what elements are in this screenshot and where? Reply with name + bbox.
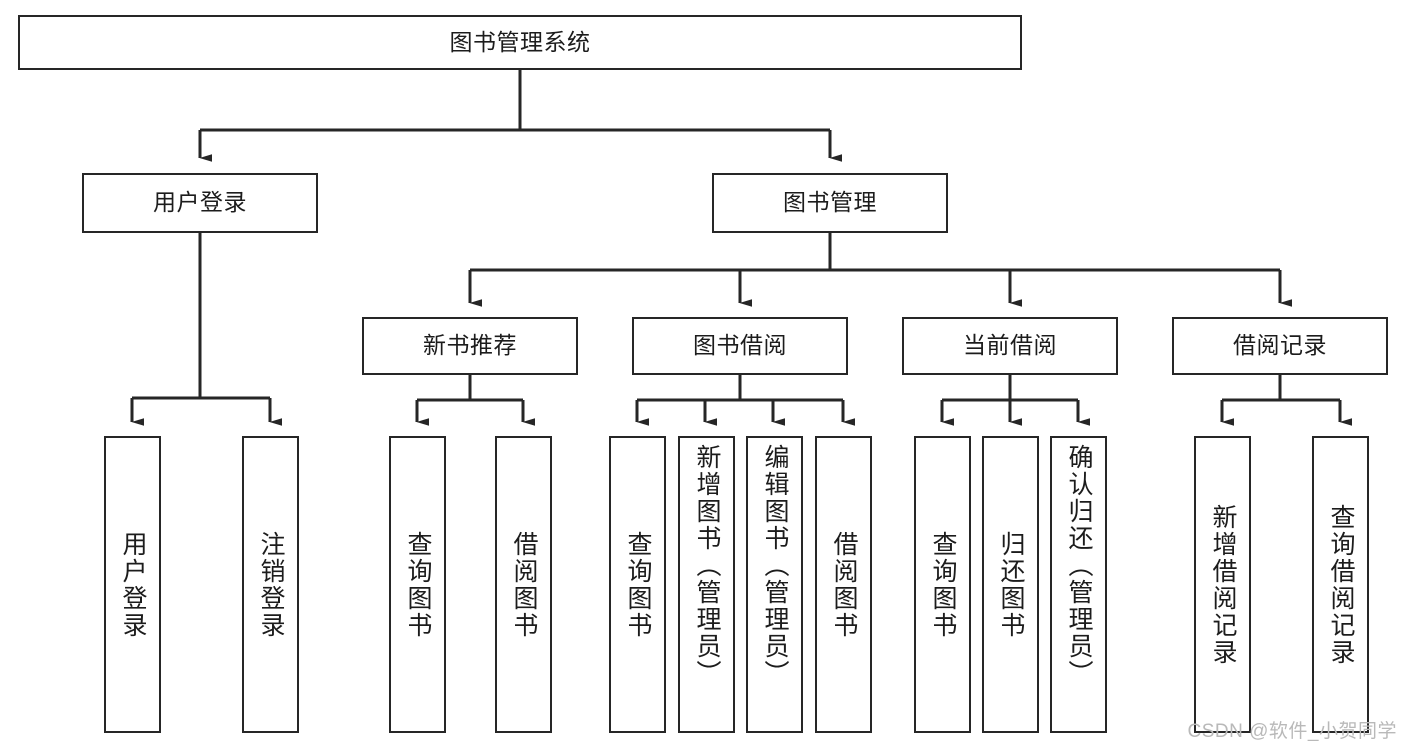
node-label: 新书推荐 — [423, 332, 517, 359]
node-label: 图书管理系统 — [449, 28, 591, 55]
leaf-edit-book-admin[interactable]: 编辑图书（管理员） — [746, 436, 803, 733]
leaf-borrow-book-recommend[interactable]: 借阅图书 — [495, 436, 552, 733]
leaf-user-login[interactable]: 用户登录 — [104, 436, 161, 733]
leaf-add-borrow-record[interactable]: 新增借阅记录 — [1194, 436, 1251, 733]
leaf-query-borrow-record[interactable]: 查询借阅记录 — [1312, 436, 1369, 733]
node-book-management[interactable]: 图书管理 — [712, 173, 948, 233]
node-root-system[interactable]: 图书管理系统 — [18, 15, 1022, 70]
node-label: 新增借阅记录 — [1209, 503, 1237, 666]
node-new-book-recommend[interactable]: 新书推荐 — [362, 317, 578, 375]
node-label: 编辑图书（管理员） — [761, 444, 789, 687]
node-label: 查询图书 — [624, 530, 652, 639]
node-label: 借阅记录 — [1233, 332, 1327, 359]
node-label: 归还图书 — [997, 530, 1025, 639]
leaf-query-book-recommend[interactable]: 查询图书 — [389, 436, 446, 733]
node-book-borrow[interactable]: 图书借阅 — [632, 317, 848, 375]
leaf-borrow-book[interactable]: 借阅图书 — [815, 436, 872, 733]
node-label: 借阅图书 — [510, 530, 538, 639]
leaf-add-book-admin[interactable]: 新增图书（管理员） — [678, 436, 735, 733]
node-label: 查询图书 — [404, 530, 432, 639]
leaf-query-book-current[interactable]: 查询图书 — [914, 436, 971, 733]
node-label: 查询借阅记录 — [1327, 503, 1355, 666]
leaf-confirm-return-admin[interactable]: 确认归还（管理员） — [1050, 436, 1107, 733]
node-label: 查询图书 — [929, 530, 957, 639]
node-label: 图书借阅 — [693, 332, 787, 359]
node-label: 新增图书（管理员） — [693, 444, 721, 687]
node-current-borrow[interactable]: 当前借阅 — [902, 317, 1118, 375]
node-label: 当前借阅 — [963, 332, 1057, 359]
node-label: 用户登录 — [119, 530, 147, 639]
node-label: 图书管理 — [783, 189, 877, 216]
leaf-logout[interactable]: 注销登录 — [242, 436, 299, 733]
node-user-login[interactable]: 用户登录 — [82, 173, 318, 233]
node-label: 借阅图书 — [830, 530, 858, 639]
watermark-text: CSDN @软件_小贺同学 — [1187, 721, 1397, 742]
leaf-return-book[interactable]: 归还图书 — [982, 436, 1039, 733]
node-label: 注销登录 — [257, 530, 285, 639]
node-label: 用户登录 — [153, 189, 247, 216]
leaf-query-book-borrow[interactable]: 查询图书 — [609, 436, 666, 733]
node-borrow-record[interactable]: 借阅记录 — [1172, 317, 1388, 375]
node-label: 确认归还（管理员） — [1065, 444, 1093, 687]
